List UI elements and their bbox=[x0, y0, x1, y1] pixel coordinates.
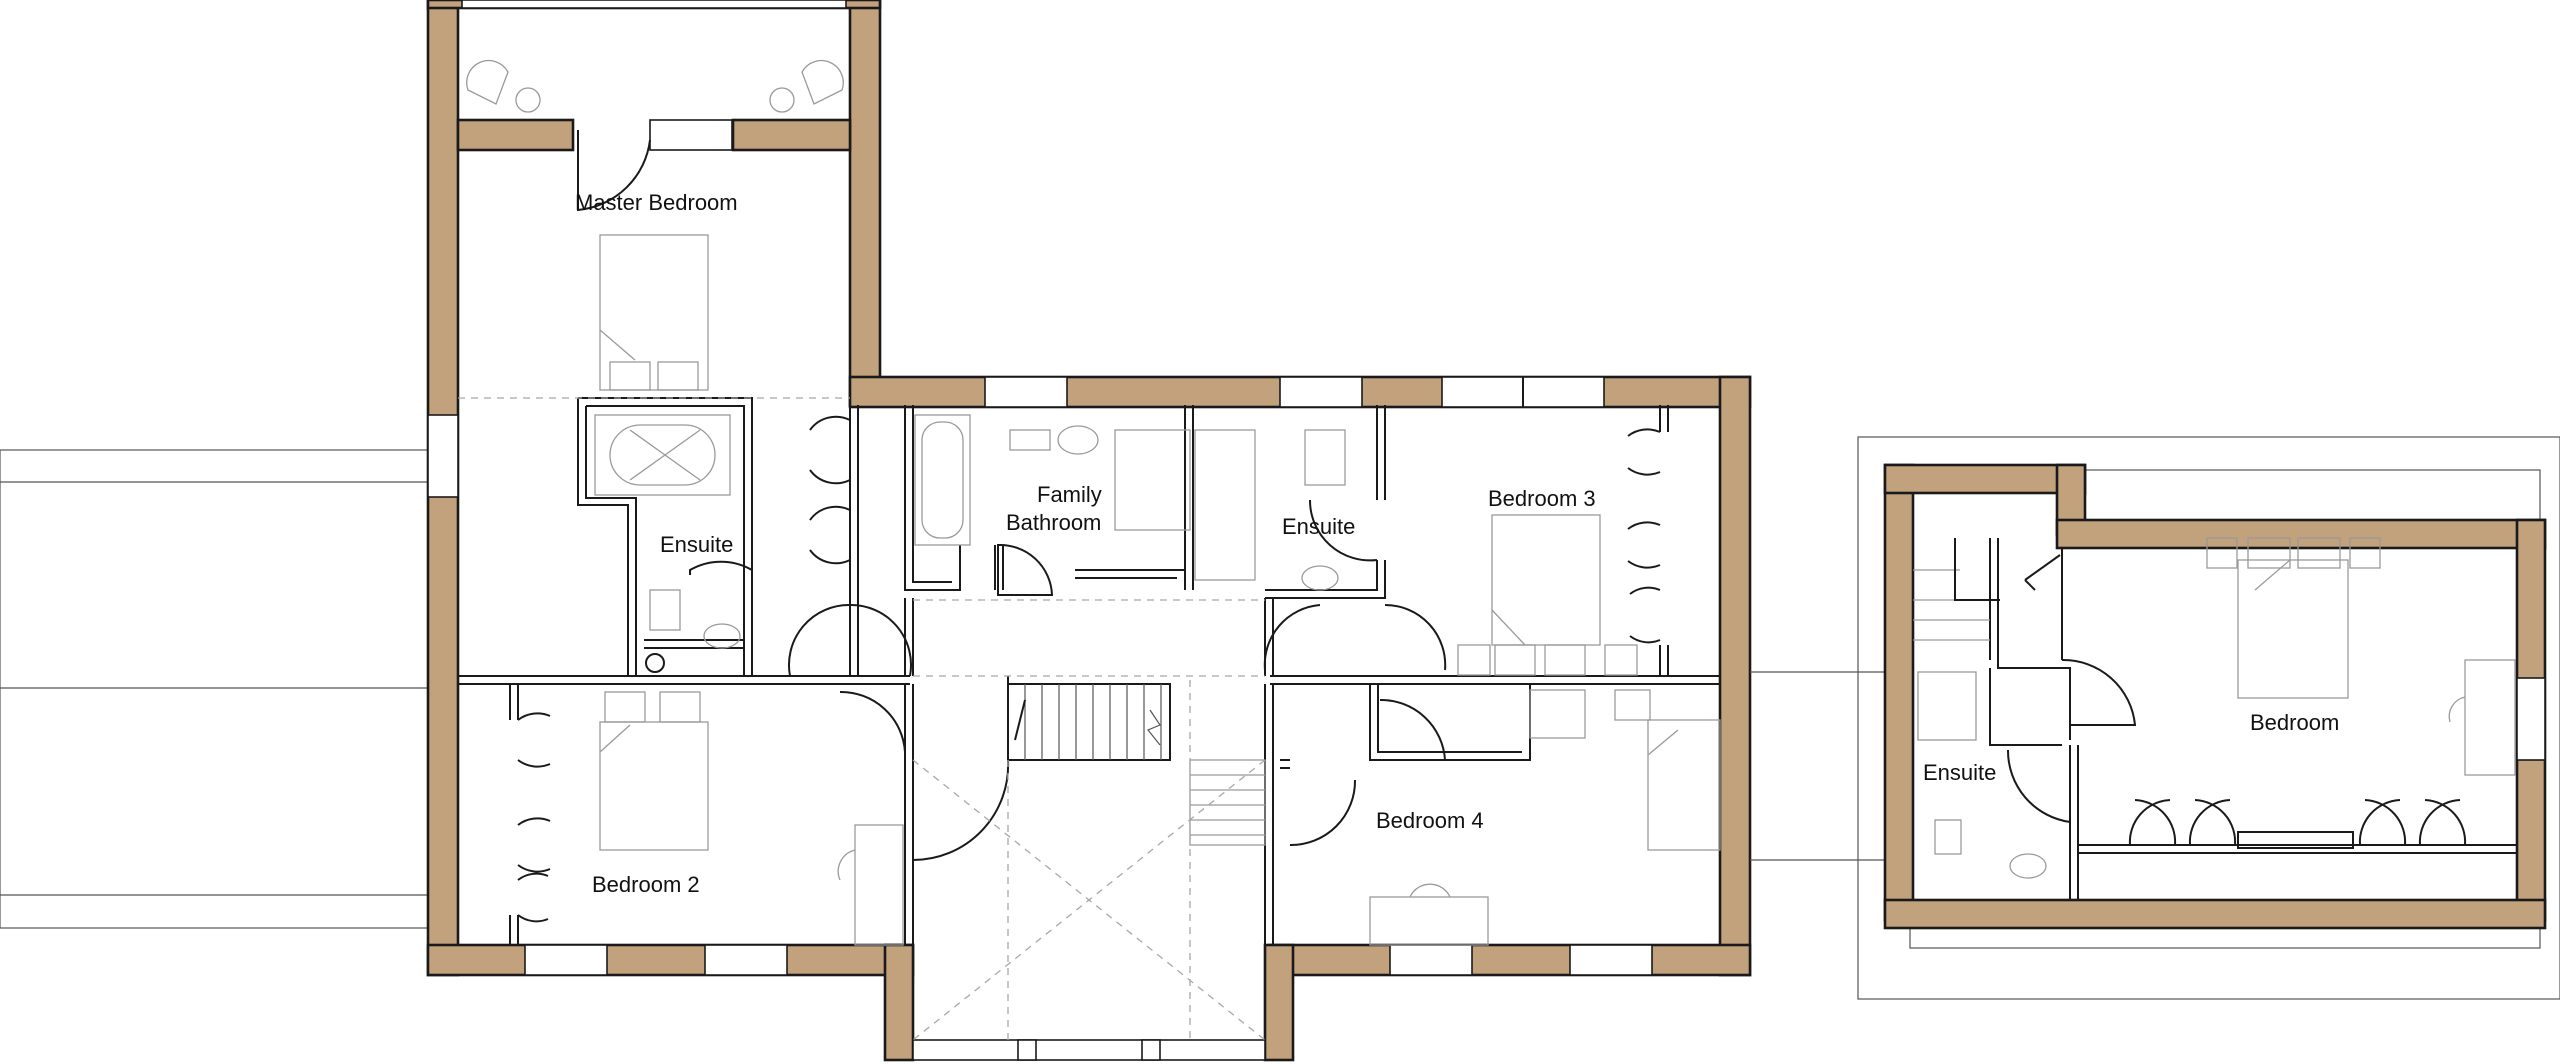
label-family-bathroom-2: Bathroom bbox=[1006, 510, 1101, 535]
corridor-dashes bbox=[458, 397, 1265, 677]
bedroom-furniture bbox=[599, 234, 1721, 946]
label-annex-bedroom: Bedroom bbox=[2250, 710, 2339, 735]
link-lines bbox=[1750, 671, 1885, 861]
internal-walls bbox=[458, 397, 1720, 945]
label-bedroom-3: Bedroom 3 bbox=[1488, 486, 1596, 511]
label-ensuite-master: Ensuite bbox=[660, 532, 733, 557]
annex-internal bbox=[1913, 537, 2517, 900]
label-annex-ensuite: Ensuite bbox=[1923, 760, 1996, 785]
balcony-furniture bbox=[466, 59, 844, 113]
annex-walls bbox=[1883, 463, 2547, 930]
room-labels: Master Bedroom Ensuite Family Bathroom E… bbox=[575, 190, 2339, 897]
label-master-bedroom: Master Bedroom bbox=[575, 190, 738, 215]
bathroom-fittings bbox=[594, 414, 1346, 673]
label-ensuite-bed3: Ensuite bbox=[1282, 514, 1355, 539]
label-family-bathroom-1: Family bbox=[1037, 482, 1102, 507]
label-bedroom-4: Bedroom 4 bbox=[1376, 808, 1484, 833]
left-roof-outline bbox=[0, 449, 431, 929]
label-bedroom-2: Bedroom 2 bbox=[592, 872, 700, 897]
staircase bbox=[912, 680, 1266, 1041]
main-house-doors bbox=[517, 130, 1661, 923]
